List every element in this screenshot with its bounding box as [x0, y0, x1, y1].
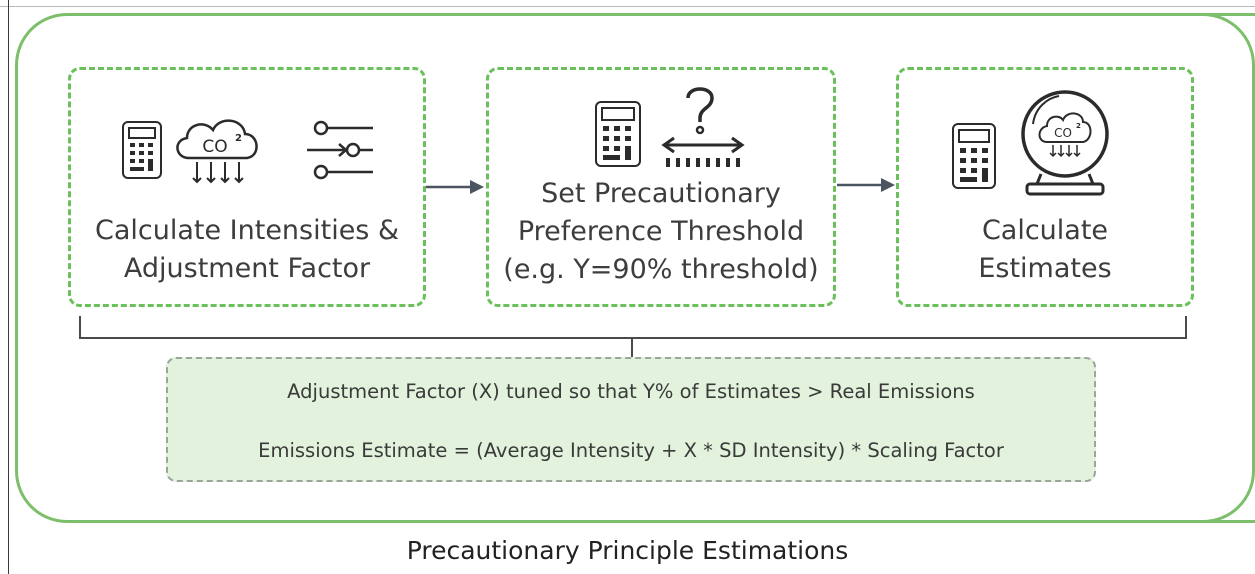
step2-label: Set Precautionary Preference Threshold (… — [489, 175, 833, 289]
formula-box: Adjustment Factor (X) tuned so that Y% o… — [166, 357, 1096, 482]
grouping-bracket — [79, 316, 1187, 357]
step1-label: Calculate Intensities & Adjustment Facto… — [71, 212, 423, 288]
step3-icons: CO 2 — [952, 90, 1109, 196]
co2-text: CO — [202, 137, 227, 157]
flow-arrow-2 — [837, 178, 895, 192]
step3-label: Calculate Estimates — [899, 212, 1191, 288]
crystal-ball-co2-icon: CO 2 — [1021, 90, 1109, 196]
step2-icons — [595, 87, 745, 167]
step1-label-line1: Calculate Intensities & — [94, 215, 400, 246]
step1-icons: CO 2 — [122, 119, 373, 184]
co2-superscript: 2 — [235, 133, 242, 144]
step2-label-line1: Set Precautionary — [541, 178, 781, 209]
sliders-icon — [307, 120, 373, 180]
step2-label-line3: (e.g. Y=90% threshold) — [503, 254, 819, 285]
step-set-threshold: Set Precautionary Preference Threshold (… — [486, 67, 836, 307]
page-top-rule — [0, 6, 1255, 7]
co2-cloud-icon: CO 2 — [176, 119, 258, 184]
calculator-icon — [595, 101, 641, 167]
page-left-rule — [8, 0, 9, 574]
step3-label-line1: Calculate — [981, 215, 1109, 246]
co2-text: CO — [1054, 126, 1072, 140]
formula-line-estimate: Emissions Estimate = (Average Intensity … — [258, 439, 1004, 462]
step-calculate-estimates: CO 2 Calculate Estimates — [896, 67, 1194, 307]
co2-superscript: 2 — [1076, 122, 1081, 130]
step1-label-line2: Adjustment Factor — [123, 253, 371, 284]
formula-line-adjustment: Adjustment Factor (X) tuned so that Y% o… — [287, 380, 975, 403]
step3-label-line2: Estimates — [978, 253, 1112, 284]
diagram-caption: Precautionary Principle Estimations — [406, 536, 849, 565]
calculator-icon — [122, 121, 162, 179]
step-calculate-intensities: CO 2 Calculate Intensities & Adjustment … — [68, 67, 426, 307]
calculator-icon — [952, 123, 996, 189]
flow-arrow-1 — [426, 180, 484, 194]
step2-label-line2: Preference Threshold — [517, 216, 805, 247]
question-threshold-icon — [661, 87, 745, 167]
